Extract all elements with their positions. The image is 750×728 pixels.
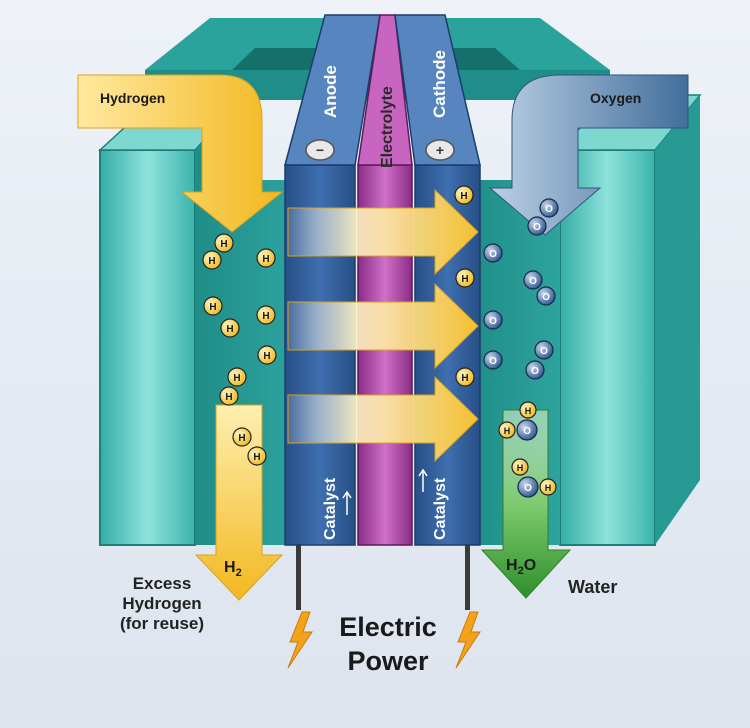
hydrogen-atom-icon: H (454, 185, 474, 205)
svg-text:H: H (545, 483, 552, 493)
water-molecule-icon: O H H (511, 458, 557, 498)
svg-text:O: O (531, 366, 539, 377)
water-molecule-icon: O H H (498, 401, 538, 441)
svg-text:O: O (529, 276, 537, 287)
excess-hydrogen-line3: (for reuse) (119, 614, 205, 633)
electrolyte-label: Electrolyte (379, 86, 396, 168)
anode-terminal-icon (305, 139, 335, 161)
svg-text:H: H (208, 256, 215, 267)
svg-text:O: O (540, 346, 548, 357)
hydrogen-atoms-anode: H H H H H H H H H H H (202, 233, 277, 466)
svg-text:O: O (523, 426, 531, 437)
oxygen-atoms: O O O O O O O O O (483, 198, 559, 380)
excess-hydrogen-label: Excess Hydrogen (for reuse) (112, 574, 212, 634)
water-outlet-arrow (480, 409, 572, 599)
electric-power-line1: Electric (339, 612, 437, 642)
cathode-terminal-sign: + (436, 142, 444, 158)
right-end-plate-side (655, 95, 700, 545)
catalyst-right-pointer-icon (418, 468, 428, 492)
oxygen-atom-icon: O (483, 310, 503, 330)
svg-text:H: H (460, 191, 467, 202)
left-end-plate (99, 149, 196, 546)
anode-label: Anode (321, 65, 340, 118)
hydrogen-atom-icon: H (202, 250, 222, 270)
hydrogen-atom-icon: H (227, 367, 247, 387)
svg-text:H: H (517, 463, 524, 473)
svg-text:O: O (489, 249, 497, 260)
catalyst-right-label: Catalyst (432, 477, 449, 540)
svg-text:O: O (524, 483, 532, 494)
oxygen-atom-icon: O (536, 286, 556, 306)
catalyst-left-pointer-icon (342, 490, 352, 515)
cathode-wire (465, 545, 470, 610)
svg-text:H: H (263, 351, 270, 362)
oxygen-atom-icon: O (539, 198, 559, 218)
catalyst-left-label: Catalyst (322, 477, 339, 540)
anode-wire (296, 545, 301, 610)
svg-text:H: H (461, 274, 468, 285)
oxygen-atom-icon: O (483, 350, 503, 370)
hydrogen-inlet-label: Hydrogen (100, 90, 165, 106)
oxygen-atom-icon: O (527, 216, 547, 236)
svg-text:H: H (525, 406, 532, 416)
cathode-top (394, 14, 481, 166)
cathode-label: Cathode (430, 50, 449, 118)
svg-text:O: O (533, 222, 541, 233)
oxygen-inlet-arrow (488, 74, 689, 236)
h2-outlet-label: H2 (224, 559, 242, 579)
hydrogen-atom-icon: H (203, 296, 223, 316)
anode-terminal-sign: − (316, 142, 324, 158)
right-lightning-icon (455, 611, 481, 669)
hydrogen-atom-icon: H (219, 386, 239, 406)
svg-text:H: H (225, 392, 232, 403)
svg-text:H: H (238, 433, 245, 444)
svg-text:H: H (209, 302, 216, 313)
hydrogen-atom-icon: H (257, 345, 277, 365)
hydrogen-atom-icon: H (256, 248, 276, 268)
oxygen-inlet-label: Oxygen (590, 90, 641, 106)
hydrogen-atom-icon: H (455, 367, 475, 387)
hydrogen-atom-icon: H (232, 427, 252, 447)
svg-text:O: O (489, 356, 497, 367)
oxygen-atom-icon: O (534, 340, 554, 360)
left-lightning-icon (287, 611, 313, 669)
svg-text:H: H (220, 239, 227, 250)
h2o-outlet-label: H2O (506, 557, 536, 577)
svg-text:O: O (542, 292, 550, 303)
svg-text:H: H (262, 254, 269, 265)
ion-flow-arrow-2 (287, 282, 479, 370)
svg-text:H: H (226, 324, 233, 335)
svg-text:H: H (253, 452, 260, 463)
hydrogen-ions-cathode: H H H (454, 185, 475, 387)
electric-power-line2: Power (347, 646, 429, 676)
water-label: Water (568, 577, 618, 597)
svg-text:H: H (504, 426, 511, 436)
svg-text:H: H (262, 311, 269, 322)
oxygen-atom-icon: O (483, 243, 503, 263)
hydrogen-atom-icon: H (214, 233, 234, 253)
electric-power-label: Electric Power (318, 610, 458, 678)
hydrogen-atom-icon: H (247, 446, 267, 466)
excess-hydrogen-line1: Excess (132, 574, 192, 593)
hydrogen-atom-icon: H (256, 305, 276, 325)
hydrogen-inlet-arrow (77, 74, 284, 233)
ion-flow-arrow-1 (287, 188, 479, 276)
svg-text:O: O (545, 204, 553, 215)
excess-hydrogen-line2: Hydrogen (122, 594, 202, 613)
oxygen-atom-icon: O (525, 360, 545, 380)
cathode-terminal-icon (425, 139, 455, 161)
hydrogen-atom-icon: H (220, 318, 240, 338)
svg-text:O: O (489, 316, 497, 327)
ion-flow-arrow-3 (287, 375, 479, 463)
svg-text:H: H (461, 373, 468, 384)
oxygen-atom-icon: O (523, 270, 543, 290)
hydrogen-atom-icon: H (455, 268, 475, 288)
svg-text:H: H (233, 373, 240, 384)
